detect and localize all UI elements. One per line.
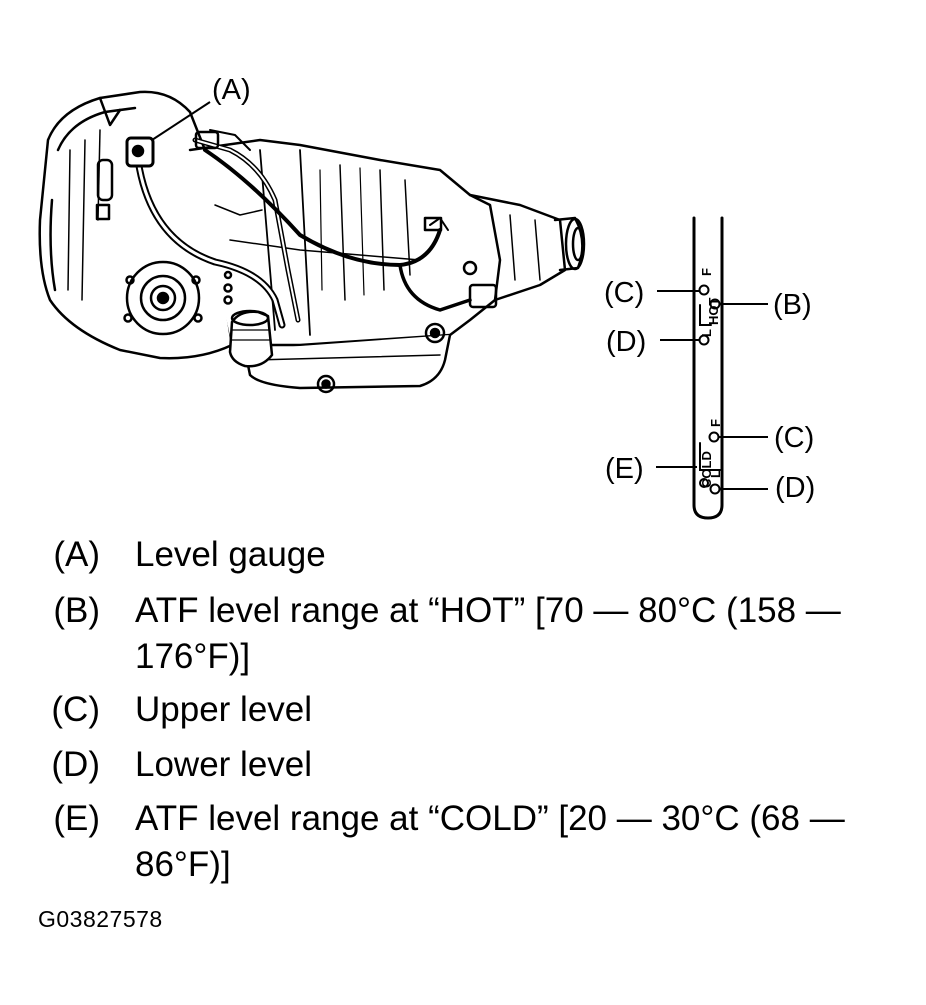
callout-c-cold-label: (C): [774, 422, 814, 454]
dipstick-leaders: [656, 290, 768, 490]
legend-text: Upper level: [135, 690, 313, 729]
transmission-illustration: [38, 90, 586, 394]
dipstick-hot-f-mark: F: [699, 268, 714, 276]
legend-text: Level gauge: [135, 535, 326, 574]
transmission-diagram: (A) F HOT L F COLD L (C) (B) (D) (C) (E)…: [38, 74, 815, 520]
legend-text: Lower level: [135, 745, 313, 784]
dipstick-cold-mark: COLD: [699, 451, 714, 488]
dipstick-cold-f-mark: F: [708, 419, 723, 427]
callout-d-cold-label: (D): [775, 472, 815, 504]
dipstick-cold-l-mark: L: [708, 470, 723, 478]
figure-code: G03827578: [38, 906, 163, 932]
legend-key: (B): [53, 591, 100, 630]
callout-d-hot-label: (D): [606, 326, 646, 358]
callout-c-hot-label: (C): [604, 277, 644, 309]
legend-key: (D): [51, 745, 100, 784]
legend-text: ATF level range at “COLD” [20 — 30°C (68…: [135, 799, 845, 884]
legend-key: (E): [53, 799, 100, 838]
callout-a-label: (A): [212, 74, 251, 106]
dipstick-hot-l-mark: L: [699, 329, 714, 337]
callout-a-leader: [151, 101, 211, 141]
callout-e-label: (E): [605, 453, 644, 485]
legend-text: ATF level range at “HOT” [70 — 80°C (158…: [135, 591, 841, 676]
callout-b-label: (B): [773, 289, 812, 321]
legend-key: (C): [51, 690, 100, 729]
dipstick-hot-mark: HOT: [706, 298, 721, 326]
legend-key: (A): [53, 535, 100, 574]
